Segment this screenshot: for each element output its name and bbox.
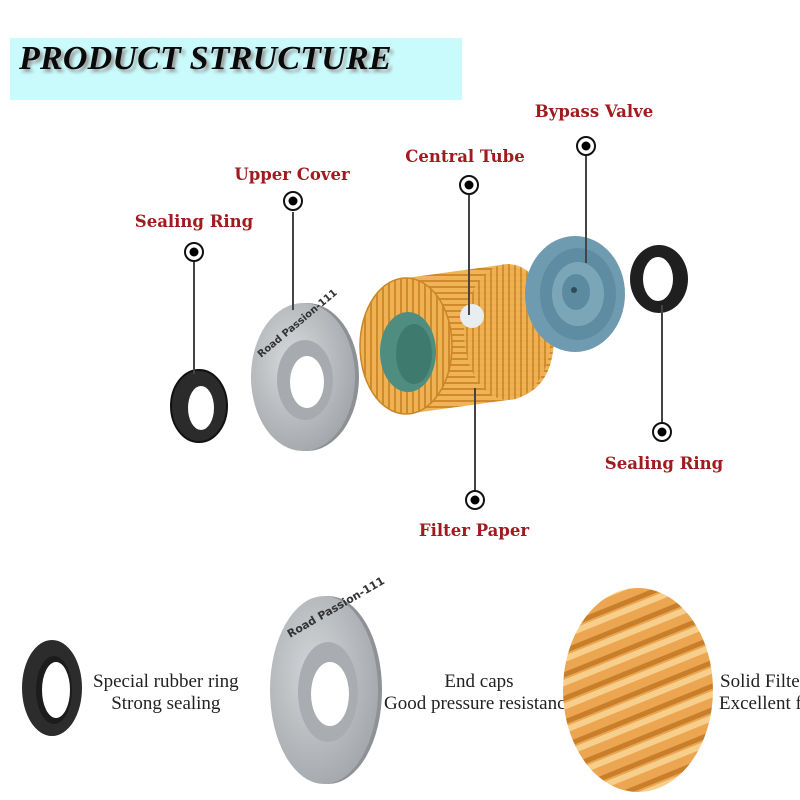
leader-line-sealing-ring-left [193,262,195,374]
leader-line-upper-cover [292,212,294,310]
marker-central-tube [459,175,479,195]
label-filter-paper: Filter Paper [418,521,530,540]
label-sealing-ring-right: Sealing Ring [604,454,724,473]
feature-rubber-ring-title: Special rubber ring [93,671,239,692]
marker-sealing-ring-right [652,422,672,442]
page-title: PRODUCT STRUCTURE [19,40,392,77]
marker-bypass-valve [576,136,596,156]
leader-line-bypass-valve [585,155,587,263]
marker-filter-paper [465,490,485,510]
label-upper-cover: Upper Cover [234,165,350,184]
leader-line-sealing-ring-right [661,305,663,427]
upper-cover-image: Road Passion-111 [251,287,359,451]
label-bypass-valve: Bypass Valve [534,102,654,121]
sealing-ring-left-image [170,369,228,443]
leader-line-filter-paper [474,388,476,494]
feature-end-caps-title: End caps [444,671,514,692]
feature-filter-text: Solid Filter Excellent fi [719,671,800,715]
filter-paper-closeup-icon [563,588,713,792]
title-banner [10,38,462,100]
feature-filter-subtitle: Excellent fi [719,693,800,714]
rubber-ring-icon [22,640,82,736]
marker-upper-cover [283,191,303,211]
feature-rubber-ring-text: Special rubber ring Strong sealing [93,671,239,715]
label-sealing-ring-left: Sealing Ring [134,212,254,231]
sealing-ring-right-image [630,245,688,313]
leader-line-central-tube [468,195,470,315]
feature-end-caps-subtitle: Good pressure resistance [384,693,574,714]
feature-end-caps-text: End caps Good pressure resistance [384,671,574,715]
end-cap-icon: Road Passion-111 [270,574,387,784]
label-central-tube: Central Tube [405,147,525,166]
bypass-valve-image [525,236,625,352]
feature-filter-title: Solid Filter [720,671,800,692]
marker-sealing-ring-left [184,242,204,262]
feature-rubber-ring-subtitle: Strong sealing [111,693,221,714]
